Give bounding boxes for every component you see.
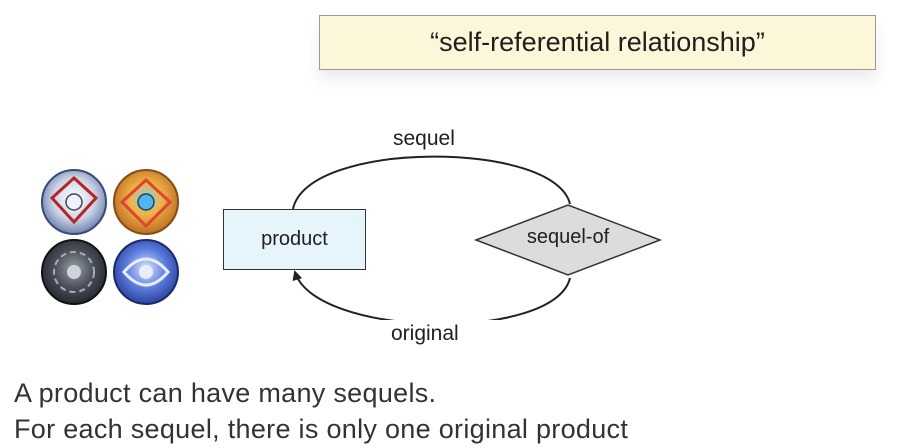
product-entity: product	[223, 209, 366, 270]
sequel-role-label: sequel	[393, 127, 455, 150]
relationship-diamond	[473, 204, 663, 276]
sequel-of-relationship-label: sequel-of	[526, 226, 610, 248]
original-role-label: original	[391, 322, 459, 345]
caption-line-1: A product can have many sequels.	[14, 378, 437, 408]
top-1	[41, 169, 107, 235]
original-connector	[292, 270, 571, 320]
top-3	[41, 239, 107, 305]
top-4	[113, 239, 179, 305]
slide-title: “self-referential relationship”	[319, 15, 876, 70]
spinning-tops-image	[41, 169, 179, 305]
caption-line-2: For each sequel, there is only one origi…	[14, 414, 629, 444]
top-2	[113, 169, 179, 235]
er-diagram	[292, 155, 663, 320]
sequel-connector	[292, 155, 571, 210]
